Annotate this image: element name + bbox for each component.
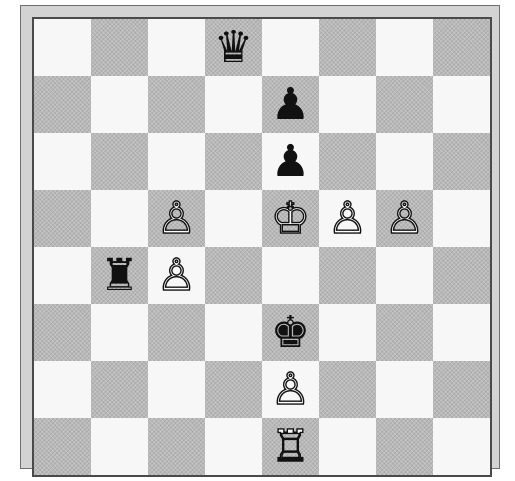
square-d7[interactable] — [205, 76, 262, 133]
square-e7[interactable]: ♟ — [262, 76, 319, 133]
chess-board: ♛ ♟ ♟ ♙ ♔ ♙ ♙ ♜ ♙ ♚ ♙ ♖ — [34, 19, 490, 475]
square-a2[interactable] — [34, 361, 91, 418]
square-c5[interactable]: ♙ — [148, 190, 205, 247]
white-rook-icon[interactable]: ♖ — [271, 425, 310, 469]
square-g4[interactable] — [376, 247, 433, 304]
square-a5[interactable] — [34, 190, 91, 247]
square-c7[interactable] — [148, 76, 205, 133]
white-king-icon[interactable]: ♔ — [271, 197, 310, 241]
square-f1[interactable] — [319, 418, 376, 475]
square-a4[interactable] — [34, 247, 91, 304]
square-c6[interactable] — [148, 133, 205, 190]
white-pawn-icon[interactable]: ♙ — [385, 197, 424, 241]
square-f7[interactable] — [319, 76, 376, 133]
white-pawn-icon[interactable]: ♙ — [157, 197, 196, 241]
square-c1[interactable] — [148, 418, 205, 475]
white-pawn-icon[interactable]: ♙ — [328, 197, 367, 241]
square-e3[interactable]: ♚ — [262, 304, 319, 361]
square-g5[interactable]: ♙ — [376, 190, 433, 247]
square-g2[interactable] — [376, 361, 433, 418]
square-e5[interactable]: ♔ — [262, 190, 319, 247]
square-h7[interactable] — [433, 76, 490, 133]
square-d2[interactable] — [205, 361, 262, 418]
square-b5[interactable] — [91, 190, 148, 247]
square-d3[interactable] — [205, 304, 262, 361]
square-d6[interactable] — [205, 133, 262, 190]
square-a7[interactable] — [34, 76, 91, 133]
square-g8[interactable] — [376, 19, 433, 76]
square-h4[interactable] — [433, 247, 490, 304]
square-c3[interactable] — [148, 304, 205, 361]
square-e6[interactable]: ♟ — [262, 133, 319, 190]
square-a6[interactable] — [34, 133, 91, 190]
square-h2[interactable] — [433, 361, 490, 418]
square-d8[interactable]: ♛ — [205, 19, 262, 76]
square-f8[interactable] — [319, 19, 376, 76]
black-pawn-icon[interactable]: ♟ — [271, 83, 310, 127]
black-queen-icon[interactable]: ♛ — [214, 26, 253, 70]
board-frame: ♛ ♟ ♟ ♙ ♔ ♙ ♙ ♜ ♙ ♚ ♙ ♖ — [20, 5, 500, 469]
square-c2[interactable] — [148, 361, 205, 418]
square-f4[interactable] — [319, 247, 376, 304]
square-g3[interactable] — [376, 304, 433, 361]
square-a8[interactable] — [34, 19, 91, 76]
square-f5[interactable]: ♙ — [319, 190, 376, 247]
square-a3[interactable] — [34, 304, 91, 361]
square-f3[interactable] — [319, 304, 376, 361]
square-h1[interactable] — [433, 418, 490, 475]
black-king-icon[interactable]: ♚ — [271, 311, 310, 355]
square-c8[interactable] — [148, 19, 205, 76]
square-e2[interactable]: ♙ — [262, 361, 319, 418]
square-b8[interactable] — [91, 19, 148, 76]
square-f2[interactable] — [319, 361, 376, 418]
square-d1[interactable] — [205, 418, 262, 475]
square-d4[interactable] — [205, 247, 262, 304]
square-b7[interactable] — [91, 76, 148, 133]
square-b3[interactable] — [91, 304, 148, 361]
square-h5[interactable] — [433, 190, 490, 247]
square-d5[interactable] — [205, 190, 262, 247]
square-b1[interactable] — [91, 418, 148, 475]
square-c4[interactable]: ♙ — [148, 247, 205, 304]
white-pawn-icon[interactable]: ♙ — [157, 254, 196, 298]
square-g7[interactable] — [376, 76, 433, 133]
square-e8[interactable] — [262, 19, 319, 76]
white-pawn-icon[interactable]: ♙ — [271, 368, 310, 412]
black-pawn-icon[interactable]: ♟ — [271, 140, 310, 184]
square-g1[interactable] — [376, 418, 433, 475]
square-g6[interactable] — [376, 133, 433, 190]
square-f6[interactable] — [319, 133, 376, 190]
square-e1[interactable]: ♖ — [262, 418, 319, 475]
square-h3[interactable] — [433, 304, 490, 361]
black-rook-icon[interactable]: ♜ — [100, 254, 139, 298]
square-b6[interactable] — [91, 133, 148, 190]
square-h6[interactable] — [433, 133, 490, 190]
square-h8[interactable] — [433, 19, 490, 76]
square-b2[interactable] — [91, 361, 148, 418]
square-b4[interactable]: ♜ — [91, 247, 148, 304]
square-a1[interactable] — [34, 418, 91, 475]
square-e4[interactable] — [262, 247, 319, 304]
